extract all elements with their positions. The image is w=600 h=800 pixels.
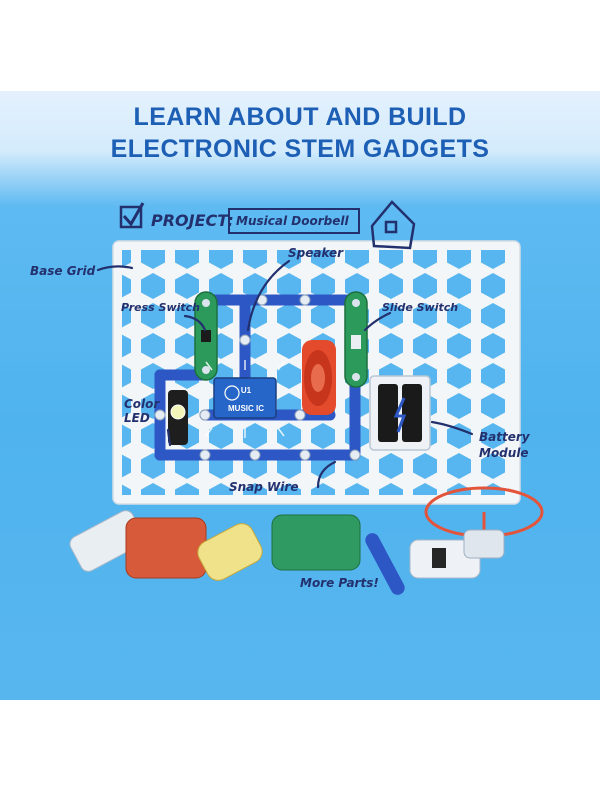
callout-more-parts: More Parts!: [300, 576, 379, 590]
callout-color-led-line-2: LED: [124, 411, 150, 425]
callout-color-led-line-1: Color: [124, 397, 160, 411]
headline: LEARN ABOUT AND BUILD ELECTRONIC STEM GA…: [0, 101, 600, 165]
project-label: [119, 202, 360, 234]
battery-module: [369, 375, 431, 451]
press-switch: [194, 291, 218, 381]
speaker: [302, 340, 336, 415]
callout-battery-line-2: Module: [479, 446, 529, 460]
project-name: Musical Doorbell: [236, 214, 349, 228]
loose-parts: [69, 486, 544, 595]
callout-battery-line-1: Battery: [479, 430, 530, 444]
callout-press-switch: Press Switch: [121, 301, 200, 314]
house-icon: [370, 200, 416, 250]
callout-slide-switch: Slide Switch: [382, 301, 459, 314]
callout-arrows: [96, 259, 474, 489]
callout-speaker: Speaker: [288, 246, 344, 260]
music-ic-label: U1 MUSIC IC: [226, 386, 266, 414]
callout-base-grid: Base Grid: [30, 264, 96, 278]
slide-switch: [344, 291, 368, 388]
callout-snap-wire: Snap Wire: [229, 480, 299, 494]
project-label-text: PROJECT:: [151, 211, 234, 230]
color-led: [168, 390, 188, 445]
checkbox-icon: [119, 205, 143, 229]
music-ic-label-line-2: MUSIC IC: [228, 404, 264, 413]
music-ic-chip: [205, 360, 285, 438]
music-ic-label-line-1: U1: [240, 386, 252, 395]
headline-line-2: ELECTRONIC STEM GADGETS: [110, 135, 490, 163]
headline-line-1: LEARN ABOUT AND BUILD: [133, 103, 467, 131]
